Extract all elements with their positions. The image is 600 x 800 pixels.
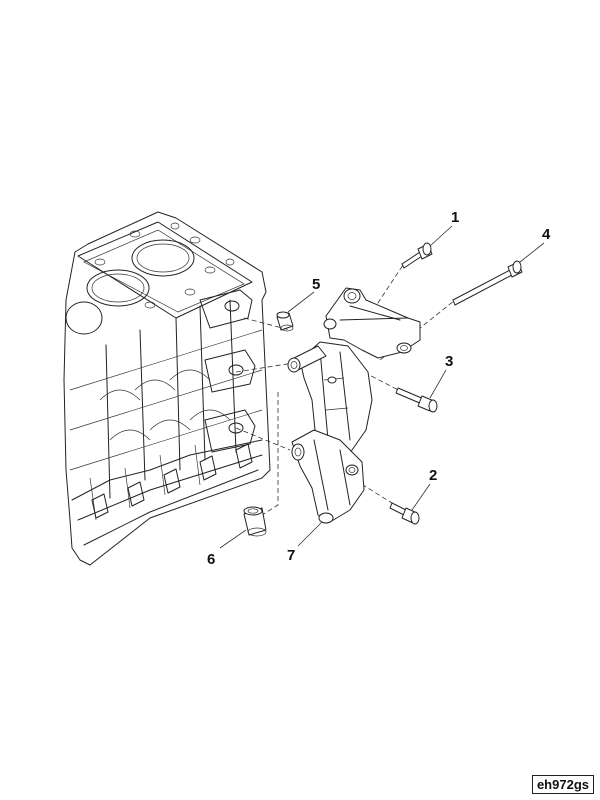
callout-7: 7	[287, 547, 295, 564]
part-5-dowel-sleeve	[276, 311, 294, 332]
leader-lines	[219, 225, 545, 549]
reference-code-label: eh972gs	[531, 775, 594, 794]
callout-3: 3	[445, 353, 453, 370]
part-2-bolt	[389, 502, 420, 525]
callout-5: 5	[312, 276, 320, 293]
part-4-long-bolt	[452, 260, 523, 306]
part-6-dowel-sleeve	[243, 506, 267, 537]
part-3-bolt	[395, 387, 438, 413]
part-7-bracket	[287, 287, 421, 524]
callout-1: 1	[451, 209, 459, 226]
callout-4: 4	[542, 226, 551, 243]
callout-2: 2	[429, 467, 437, 484]
callout-6: 6	[207, 551, 215, 568]
part-1-bolt	[401, 242, 433, 269]
engine-block	[63, 211, 271, 566]
